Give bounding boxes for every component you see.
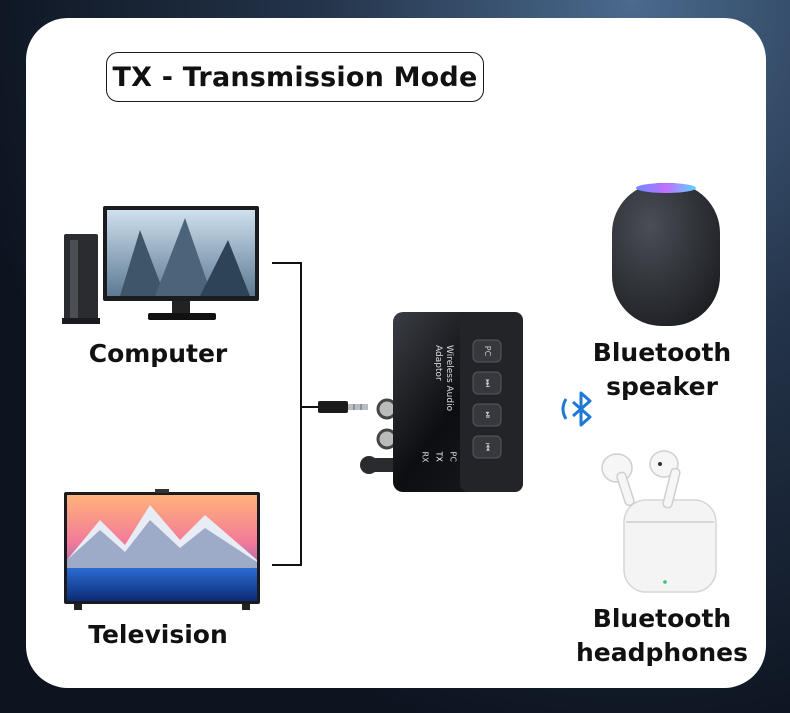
bluetooth-icon (561, 391, 592, 427)
button-previous[interactable]: ⏮ (482, 442, 492, 452)
headphones-label-line1: Bluetooth (592, 604, 732, 633)
computer-tower-icon (62, 234, 100, 324)
mode-title-text: TX - Transmission Mode (112, 61, 478, 93)
headphones-label: Bluetooth headphones (570, 602, 754, 670)
television-icon (64, 489, 260, 610)
button-next[interactable]: ⏭ (482, 378, 492, 388)
bluetooth-speaker-icon (612, 183, 720, 326)
button-pc[interactable]: PC (483, 345, 492, 357)
mode-label-pc: PC (448, 451, 458, 462)
headphones-label-line2: headphones (575, 638, 749, 667)
device-name: Wireless Audio Adaptor (432, 345, 454, 435)
computer-label: Computer (88, 339, 228, 368)
television-label: Television (88, 620, 228, 649)
bluetooth-headphones-icon (601, 450, 717, 593)
wireless-audio-adaptor (360, 312, 523, 492)
mode-label-tx: TX (434, 451, 444, 462)
speaker-label-line2: speaker (606, 372, 718, 401)
device-name-line1: Wireless Audio (444, 345, 454, 412)
connection-lines (272, 262, 320, 566)
mode-title: TX - Transmission Mode (106, 52, 484, 102)
mode-label-rx: RX (420, 451, 430, 463)
computer-monitor-icon (103, 206, 259, 320)
speaker-label: Bluetooth speaker (570, 336, 754, 404)
button-play-pause[interactable]: ⏯ (482, 411, 492, 419)
device-name-line2: Adaptor (433, 345, 443, 381)
speaker-label-line1: Bluetooth (592, 338, 732, 367)
audio-jack-icon (318, 401, 368, 413)
